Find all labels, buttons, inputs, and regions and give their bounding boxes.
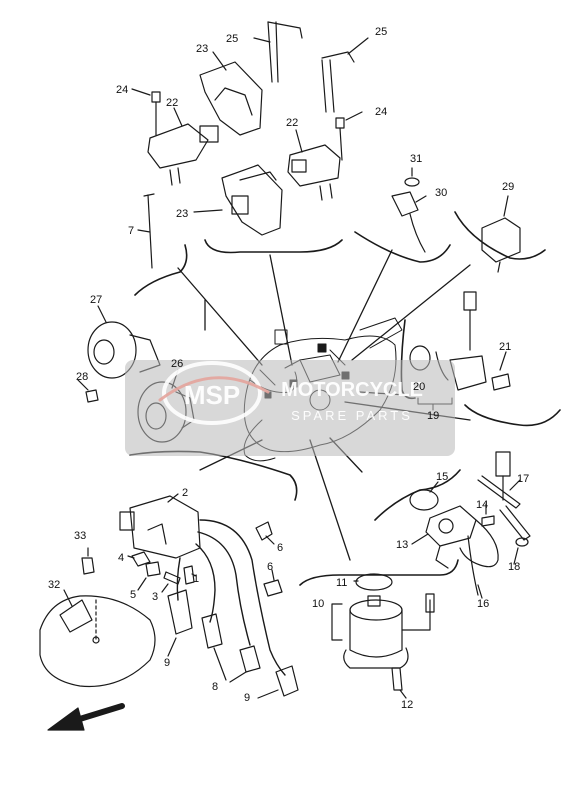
callout-22: 22 — [286, 117, 298, 129]
ignition-leads — [176, 519, 286, 676]
callout-13: 13 — [396, 539, 408, 551]
sensor-22a — [147, 107, 219, 186]
callout-25: 25 — [226, 33, 238, 45]
callout-31: 31 — [410, 153, 422, 165]
plug-cap-8 — [201, 613, 261, 683]
bolt-28 — [77, 379, 99, 403]
relay-29 — [481, 195, 521, 273]
callout-32: 32 — [48, 579, 60, 591]
callout-9: 9 — [244, 692, 250, 704]
callout-5: 5 — [130, 589, 136, 601]
callout-33: 33 — [74, 530, 86, 542]
switch-30 — [391, 191, 427, 253]
callout-7: 7 — [128, 225, 134, 237]
callout-19: 19 — [427, 410, 439, 422]
horn-27 — [87, 305, 161, 379]
callout-29: 29 — [502, 181, 514, 193]
callout-14: 14 — [476, 499, 488, 511]
callout-11: 11 — [336, 577, 347, 589]
callout-23: 23 — [196, 43, 208, 55]
bracket-25b — [321, 37, 369, 113]
watermark-brand: MOTORCYCLE — [281, 379, 423, 401]
callout-6: 6 — [267, 561, 273, 573]
callout-10: 10 — [312, 598, 324, 610]
plug-cap-9b — [257, 665, 299, 699]
connector-17 — [477, 451, 521, 509]
callout-4: 4 — [118, 552, 124, 564]
sensor-22b — [287, 129, 341, 201]
clip-6a — [255, 521, 275, 545]
callout-9: 9 — [164, 657, 170, 669]
callout-12: 12 — [401, 699, 413, 711]
o-ring-15 — [409, 481, 439, 511]
clip-6b — [263, 569, 283, 597]
plug-cap-9a — [167, 589, 193, 657]
o-ring-11 — [353, 573, 393, 591]
callout-26: 26 — [171, 358, 183, 370]
bracket-23a — [199, 51, 263, 136]
clamp-18 — [499, 505, 531, 565]
sensor-13 — [411, 505, 499, 569]
screw-14 — [481, 503, 495, 527]
callout-22: 22 — [166, 97, 178, 109]
sender-10 — [331, 593, 435, 669]
callout-18: 18 — [508, 561, 520, 573]
watermark-sub: SPARE PARTS — [291, 408, 413, 423]
washer-31 — [404, 167, 420, 187]
front-direction-arrow — [47, 703, 125, 731]
callout-2: 2 — [182, 487, 188, 499]
callout-23: 23 — [176, 208, 188, 220]
bolt-24b — [335, 111, 363, 161]
callout-28: 28 — [76, 371, 88, 383]
nut-4 — [127, 551, 151, 567]
callout-labels: 25 25 23 24 22 22 24 31 30 29 23 7 27 26… — [48, 26, 529, 711]
callout-15: 15 — [436, 471, 448, 483]
cover-32 — [39, 589, 156, 688]
bolt-12 — [391, 667, 407, 699]
callout-24: 24 — [116, 84, 128, 96]
callout-6: 6 — [277, 542, 283, 554]
rod-7 — [137, 193, 155, 269]
callout-24: 24 — [375, 106, 387, 118]
lead-16 — [467, 535, 483, 599]
callout-16: 16 — [477, 598, 489, 610]
screw-3 — [161, 571, 181, 593]
callout-17: 17 — [517, 473, 529, 485]
bracket-23b — [193, 164, 283, 236]
bracket-25a — [253, 21, 303, 83]
clip-33 — [81, 547, 95, 575]
watermark: MSP MOTORCYCLE SPARE PARTS — [125, 360, 455, 456]
callout-21: 21 — [499, 341, 511, 353]
callout-20: 20 — [413, 381, 425, 393]
callout-30: 30 — [435, 187, 447, 199]
bolt-1 — [183, 565, 197, 585]
callout-25: 25 — [375, 26, 387, 38]
ignition-coil-2 — [119, 493, 201, 559]
callout-8: 8 — [212, 681, 218, 693]
bolt-24a — [131, 88, 161, 136]
callout-3: 3 — [152, 591, 158, 603]
callout-27: 27 — [90, 294, 102, 306]
nut-5 — [137, 561, 161, 591]
callout-1: 1 — [193, 573, 199, 585]
watermark-logo: MSP — [184, 380, 240, 410]
